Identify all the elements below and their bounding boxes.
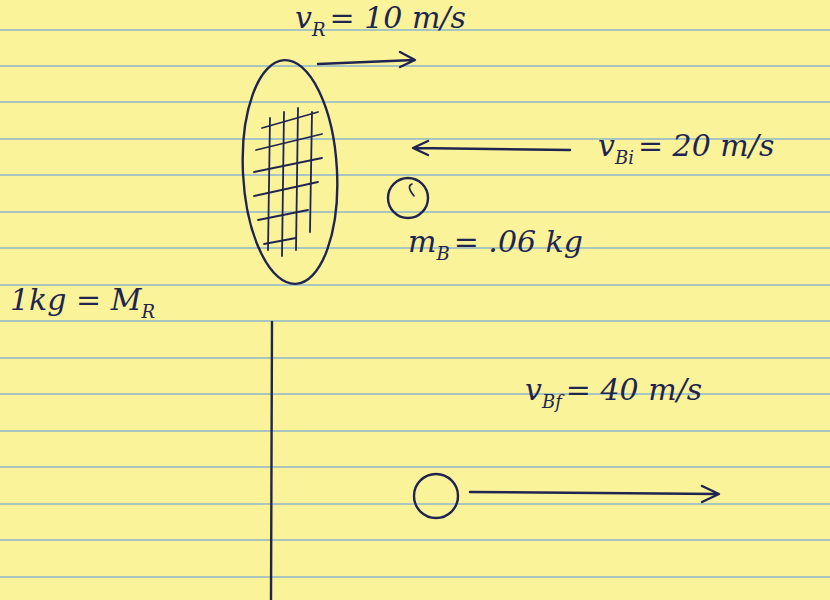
ruled-lines (0, 30, 830, 577)
ball-final (414, 474, 458, 518)
racket-velocity-arrow (318, 52, 415, 67)
racket-handle (271, 322, 272, 600)
racket-mass-label: 1kg = MR (10, 282, 159, 323)
subscript-label: Bi (615, 147, 634, 168)
racket-strings (254, 108, 322, 256)
symbol-label: v (598, 128, 615, 163)
symbol-label: v (295, 0, 312, 35)
symbol-label: m (408, 224, 436, 259)
ball-mass-label: mB= .06 kg (408, 224, 583, 265)
subscript-label: R (141, 301, 155, 322)
ball-initial (409, 184, 414, 196)
symbol-label: = 40 m/s (566, 372, 702, 407)
subscript-label: B (436, 243, 449, 264)
racket-velocity-label: vR= 10 m/s (295, 0, 466, 41)
symbol-label: = .06 kg (454, 224, 583, 259)
ball-initial-velocity-label: vBi= 20 m/s (598, 128, 774, 169)
symbol-label: = 20 m/s (638, 128, 774, 163)
symbol-label: = 10 m/s (330, 0, 466, 35)
symbol-label: 1kg = M (10, 282, 141, 317)
subscript-label: Bf (542, 391, 562, 412)
racket-head (237, 58, 343, 287)
ball-final-velocity-arrow (470, 486, 719, 502)
ball-final-velocity-label: vBf= 40 m/s (525, 372, 702, 413)
ball-initial (388, 178, 428, 218)
subscript-label: R (312, 19, 326, 40)
ball-initial-velocity-arrow (413, 141, 570, 155)
symbol-label: v (525, 372, 542, 407)
